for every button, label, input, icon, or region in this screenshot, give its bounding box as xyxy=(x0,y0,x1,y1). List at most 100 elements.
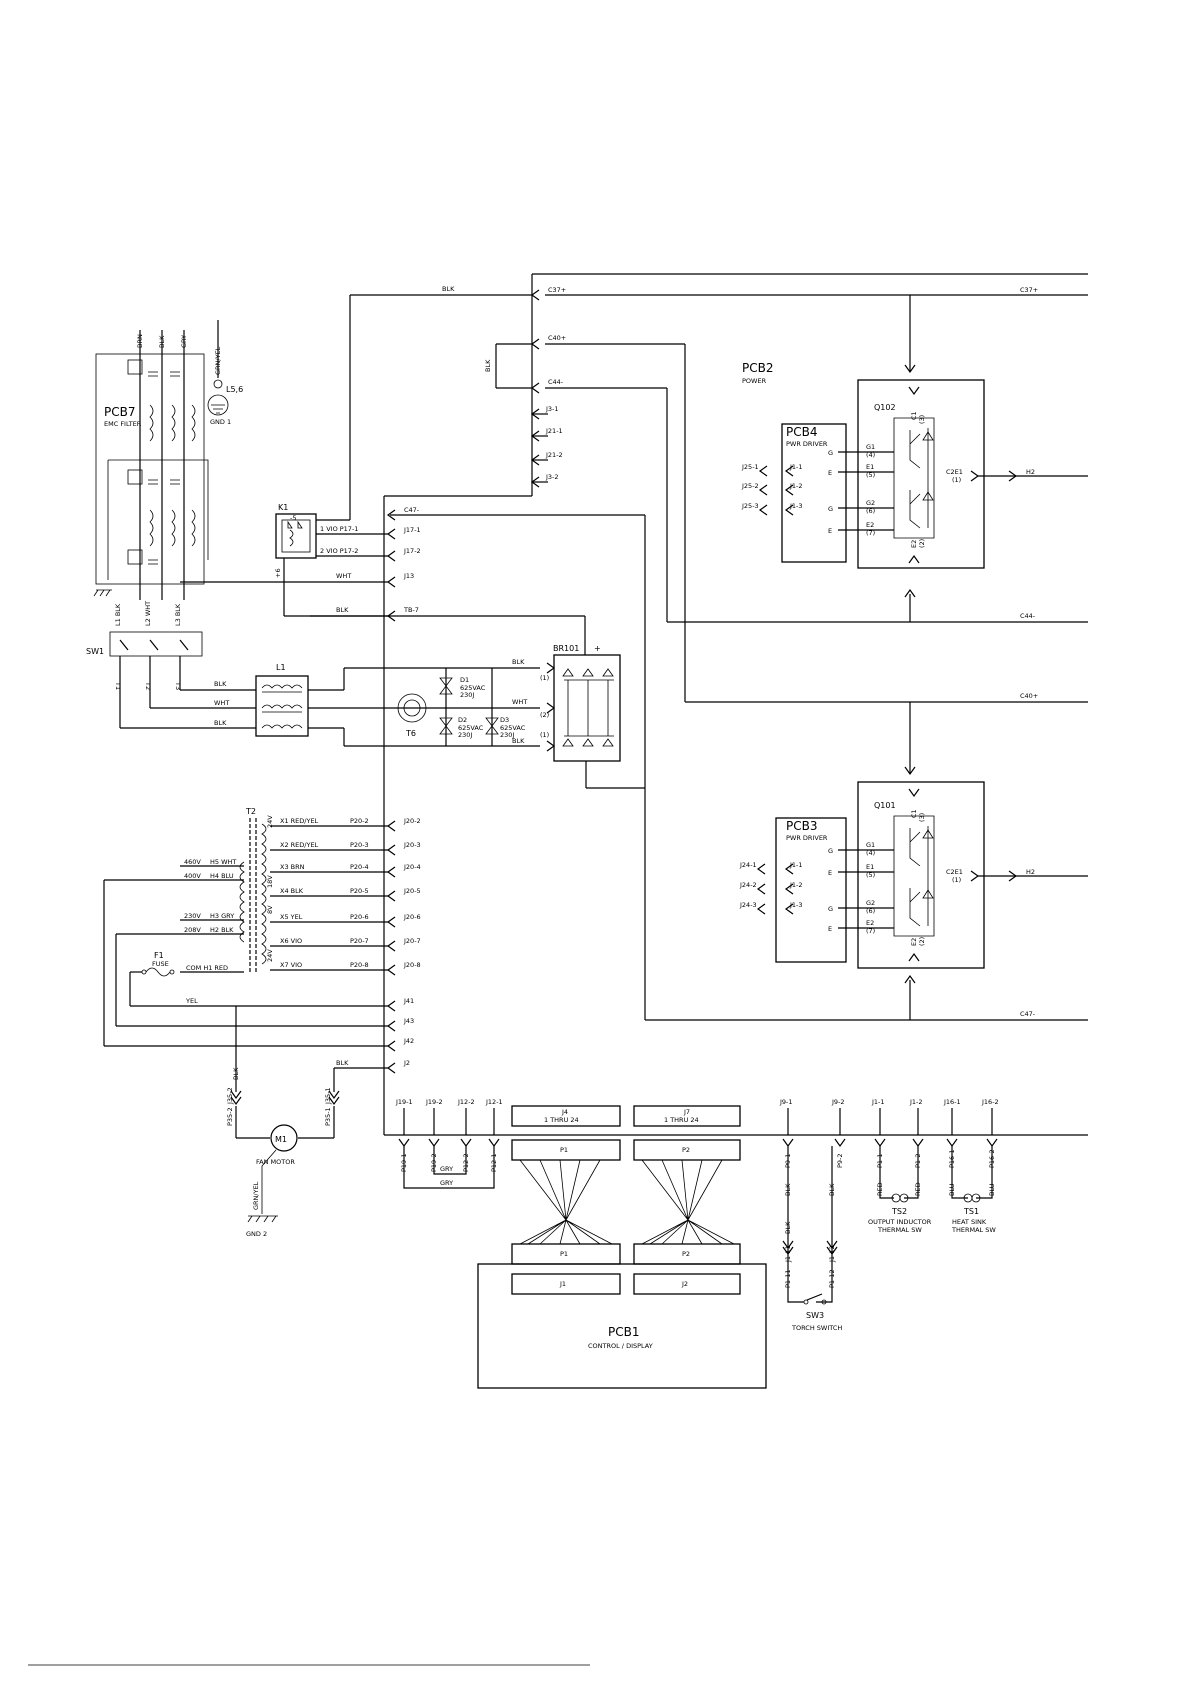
svg-text:J20-3: J20-3 xyxy=(403,841,421,849)
pcb1-desc: CONTROL / DISPLAY xyxy=(588,1342,653,1350)
secondary-tap-x4: X4 BLK P20-5 J20-5 xyxy=(270,887,421,902)
j21-1-label: J21-1 xyxy=(545,427,563,435)
j2-blk-label: BLK xyxy=(336,1059,349,1067)
j4-j7-ribbon: J4 1 THRU 24 J7 1 THRU 24 P1 P2 P1 P2 xyxy=(511,1105,741,1265)
svg-text:P20-2: P20-2 xyxy=(350,817,369,825)
j4-label: J4 xyxy=(561,1108,568,1116)
pcb7-name: PCB7 xyxy=(104,405,135,419)
br-pin1-bot: (1) xyxy=(540,731,549,739)
t6-current-transformer: T6 xyxy=(397,693,427,738)
svg-text:G1: G1 xyxy=(866,841,875,849)
p35-2-label: P35-2 xyxy=(226,1107,234,1126)
svg-text:J20-6: J20-6 xyxy=(403,913,421,921)
pcb2-desc: POWER xyxy=(742,377,767,385)
q101-c1-num: (3) xyxy=(918,813,926,822)
svg-text:(7): (7) xyxy=(866,529,875,537)
svg-text:J20-4: J20-4 xyxy=(403,863,421,871)
pcb3-name: PCB3 xyxy=(786,819,817,833)
q101-igbt-block: Q101 C1 (3) E2 (2) C2E1 (1) H2 xyxy=(838,702,1088,1020)
pcb4-row-3: E2 (7) E xyxy=(828,521,875,537)
svg-text:X6 VIO: X6 VIO xyxy=(280,937,302,945)
k1-p17-2: 2 VIO P17-2 xyxy=(320,547,358,555)
svg-text:J1-1: J1-1 xyxy=(789,463,803,471)
j35-2-label: J35-2 xyxy=(226,1087,234,1105)
sw1-t3: T3 xyxy=(174,681,182,690)
svg-text:G2: G2 xyxy=(866,499,875,507)
l1-in-blk2: BLK xyxy=(214,719,227,727)
pcb2-power-block: PCB2 POWER Q102 C1 (3) E2 (2) C2E1 (1) H… xyxy=(742,295,1088,622)
svg-text:(7): (7) xyxy=(866,927,875,935)
pcb3-desc: PWR DRIVER xyxy=(786,834,828,842)
sw1-label: SW1 xyxy=(86,647,104,656)
svg-text:E: E xyxy=(828,869,832,877)
svg-text:J20-7: J20-7 xyxy=(403,937,421,945)
pcb2-name: PCB2 xyxy=(742,361,773,375)
pcb4-row-1: E1 (5) E J25-2 J1-2 xyxy=(741,463,875,490)
svg-text:P20-7: P20-7 xyxy=(350,937,369,945)
t2-wind-2: 8V xyxy=(266,905,274,914)
t2-wind-1: 18V xyxy=(266,875,274,888)
j16-1-label: J16-1 xyxy=(943,1098,961,1106)
gry-inner-label: GRY xyxy=(440,1165,453,1173)
q101-e2: E2 xyxy=(910,938,918,946)
svg-text:J25-3: J25-3 xyxy=(741,502,759,510)
svg-text:J1-1: J1-1 xyxy=(789,861,803,869)
br-in-blk2: BLK xyxy=(512,737,525,745)
j9-1-label: J9-1 xyxy=(779,1098,793,1106)
f1-fuse: F1 FUSE xyxy=(129,951,175,1006)
j7-thru: 1 THRU 24 xyxy=(664,1116,699,1124)
svg-text:208V: 208V xyxy=(184,926,201,934)
p9-2-label: P9-2 xyxy=(836,1153,844,1168)
q101-c2e1: C2E1 xyxy=(946,868,963,876)
svg-text:X2 RED/YEL: X2 RED/YEL xyxy=(280,841,319,849)
svg-text:J25-2: J25-2 xyxy=(741,482,759,490)
svg-text:G: G xyxy=(828,847,833,855)
f1-ref: F1 xyxy=(154,951,164,960)
j1-11-blk: BLK xyxy=(784,1221,792,1234)
svg-text:460V: 460V xyxy=(184,858,201,866)
svg-text:E1: E1 xyxy=(866,463,874,471)
d2-ref: D2 xyxy=(458,716,467,724)
pcb3-row-1: E1 (5) E J24-2 J1-2 xyxy=(739,863,875,889)
svg-text:X4 BLK: X4 BLK xyxy=(280,887,304,895)
j43-label: J43 xyxy=(403,1017,414,1025)
svg-text:J24-2: J24-2 xyxy=(739,881,757,889)
j4-thru: 1 THRU 24 xyxy=(544,1116,579,1124)
j21-2-label: J21-2 xyxy=(545,451,563,459)
torch-switch-harness: J9-1 J9-2 P9-1 P9-2 BLK BLK BLK J1-11 J1… xyxy=(779,1098,846,1332)
d3-joule: 230J xyxy=(500,731,514,739)
c37-label-right: C37+ xyxy=(1020,286,1038,294)
svg-text:J20-2: J20-2 xyxy=(403,817,421,825)
k1-pin5: -5 xyxy=(290,514,296,522)
svg-text:H4 BLU: H4 BLU xyxy=(210,872,234,880)
svg-text:P20-4: P20-4 xyxy=(350,863,369,871)
t2-secondary-taps: X1 RED/YEL P20-2 J20-2 X2 RED/YEL P20-3 … xyxy=(270,817,421,976)
pcb7-desc: EMC FILTER xyxy=(104,420,142,428)
j3-1-label: J3-1 xyxy=(545,405,559,413)
f1-label: FUSE xyxy=(152,960,169,968)
svg-text:G: G xyxy=(828,449,833,457)
j1-11-label: J1-11 xyxy=(784,1245,792,1263)
svg-text:+: + xyxy=(594,644,601,653)
q101-label: Q101 xyxy=(874,801,896,810)
svg-text:E: E xyxy=(828,527,832,535)
pcb7-gry-label: GRY xyxy=(180,335,188,348)
svg-text:(6): (6) xyxy=(866,507,875,515)
main-buses xyxy=(349,273,1088,1136)
svg-text:J1-3: J1-3 xyxy=(789,502,803,510)
primary-tap-230: 230V H3 GRY xyxy=(180,912,244,921)
pcb4-driver-block: PCB4 PWR DRIVER G1 (4) G J25-1 J1-1 E1 (… xyxy=(741,423,875,563)
sw1-l2: L2 WHT xyxy=(144,601,152,626)
svg-text:230V: 230V xyxy=(184,912,201,920)
j1-1-label: J1-1 xyxy=(871,1098,885,1106)
ts2-red1: RED xyxy=(876,1182,884,1196)
svg-text:E1: E1 xyxy=(866,863,874,871)
j9-2-label: J9-2 xyxy=(831,1098,845,1106)
secondary-tap-x5: X5 YEL P20-6 J20-6 xyxy=(270,913,421,928)
fan-motor: BLK J35-2 J35-1 P35-2 P35-1 M1 FAN MOTOR… xyxy=(226,1067,340,1238)
j41-yel-label: YEL xyxy=(185,997,198,1005)
svg-text:(5): (5) xyxy=(866,871,875,879)
br101-bridge-rectifier: BR101 + (1) (2) (1) xyxy=(540,644,645,789)
blk-jumper-label: BLK xyxy=(484,359,492,372)
sw3-label: SW3 xyxy=(806,1311,824,1320)
